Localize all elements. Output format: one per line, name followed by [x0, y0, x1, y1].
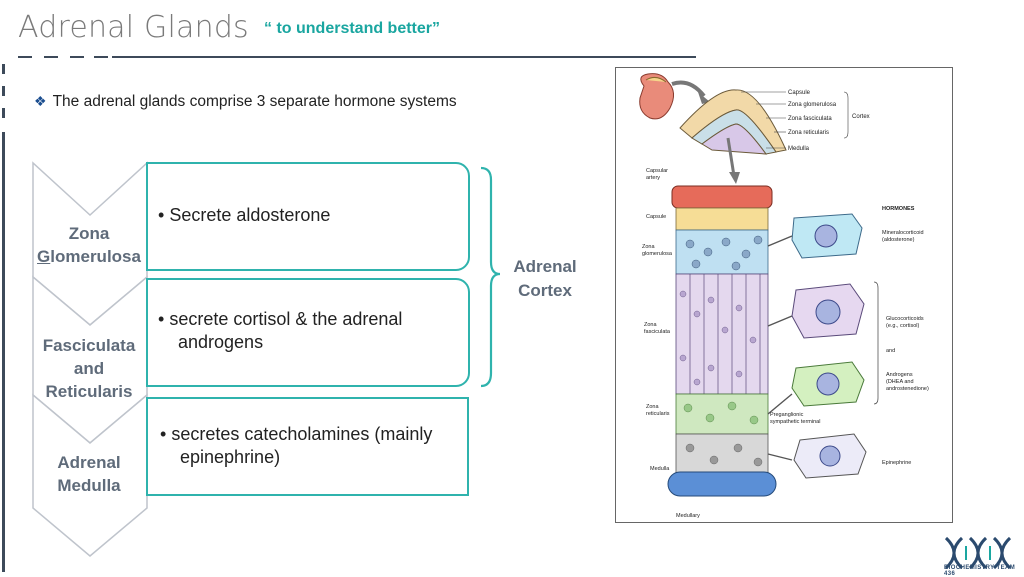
capsular-artery [671, 185, 773, 209]
cell-zona-reticularis [791, 361, 865, 407]
left-edge-bar [2, 132, 5, 572]
header-rule-dash [94, 56, 108, 58]
cell-zona-fasciculata [791, 283, 865, 339]
label-zf-left-2: fasciculata [644, 329, 671, 335]
label-zf-left: Zona [644, 322, 657, 328]
zona-reticularis-layer [675, 393, 769, 435]
layer-box-fasciculata-reticularis [146, 278, 470, 387]
label-zg-left: Zona [642, 244, 655, 250]
label-androgens: Androgens [886, 372, 913, 378]
zona-fasciculata-layer [675, 273, 769, 395]
layer-point-fasciculata-reticularis: • secrete cortisol & the adrenal androge… [158, 309, 403, 352]
label-medullary: Medullary [676, 513, 700, 519]
adrenal-diagram: Capsule Zona glomerulosa Zona fasciculat… [639, 73, 929, 519]
label-capsule-left: Capsule [646, 214, 666, 220]
zoom-arrow [671, 80, 706, 98]
intro-text: The adrenal glands comprise 3 separate h… [52, 93, 457, 110]
layer-box-adrenal-medulla [146, 397, 469, 496]
chevron-shape [32, 393, 148, 557]
header-rule-dash [70, 56, 84, 58]
label-androstenedione: androstenedione) [886, 386, 929, 392]
left-edge-dash [2, 108, 5, 118]
label-zf-top: Zona fasciculata [788, 116, 832, 122]
layer-label-zona-glomerulosa: Zona Glomerulosa [37, 224, 141, 266]
layer-label-adrenal-medulla: Adrenal Medulla [57, 453, 121, 495]
layer-label-fasciculata-reticularis: Fasciculata and Reticularis [42, 336, 136, 401]
label-cortisol: (e.g., cortisol) [886, 323, 919, 329]
layer-point-zona-glomerulosa: • Secrete aldosterone [158, 205, 331, 225]
logo-caption: BIOCHEMISTRY TEAM 436 [944, 565, 1016, 577]
kidney-illustration [639, 73, 674, 120]
adrenal-diagram-figure: Capsule Zona glomerulosa Zona fasciculat… [615, 67, 953, 523]
label-zr-left: Zona [646, 404, 659, 410]
cell-zona-glomerulosa [791, 213, 863, 259]
label-medulla-top: Medulla [788, 146, 810, 152]
layer-box-zona-glomerulosa [146, 162, 470, 271]
cortex-brace [480, 166, 501, 388]
biochemistry-team-logo [944, 536, 1012, 570]
page-title: Adrenal Glands [18, 10, 249, 45]
label-zg-left-2: glomerulosa [642, 251, 673, 257]
label-preganglionic-2: sympathetic terminal [770, 419, 820, 425]
adrenal-cortex-label: Adrenal Cortex [513, 257, 577, 300]
label-epinephrine: Epinephrine [882, 460, 911, 466]
label-preganglionic: Preganglionic [770, 412, 804, 418]
label-zg-top: Zona glomerulosa [788, 102, 837, 108]
page-subtitle: “ to understand better” [264, 20, 441, 37]
label-capsule-top: Capsule [788, 90, 811, 96]
header-rule-dash [44, 56, 58, 58]
adrenal-wedge [679, 89, 787, 155]
medullary-vein [667, 471, 777, 497]
label-hormones: HORMONES [882, 206, 915, 212]
left-edge-dash [2, 64, 5, 74]
label-mineralocorticoid: Mineralocorticoid [882, 230, 924, 236]
intro-bullet: ❖ The adrenal glands comprise 3 separate … [34, 93, 457, 111]
header-rule-dash [18, 56, 32, 58]
label-and: and [886, 348, 895, 354]
medulla-layer [675, 433, 769, 475]
left-edge-dash [2, 86, 5, 96]
label-zr-left-2: reticularis [646, 411, 670, 417]
zona-glomerulosa-layer [675, 229, 769, 275]
label-aldosterone: (aldosterone) [882, 237, 915, 243]
header-rule [112, 56, 696, 58]
label-zr-top: Zona reticularis [788, 130, 829, 136]
label-glucocorticoids: Glucocorticoids [886, 316, 924, 322]
cell-medulla [793, 433, 867, 479]
label-capsular-artery: Capsular [646, 168, 668, 174]
label-capsular-artery-2: artery [646, 175, 660, 181]
label-dhea: (DHEA and [886, 379, 914, 385]
diamond-bullet-icon: ❖ [34, 93, 47, 109]
capsule-layer [675, 207, 769, 231]
label-cortex: Cortex [852, 114, 870, 120]
label-medulla-left: Medulla [650, 466, 670, 472]
layer-point-adrenal-medulla: • secretes catecholamines (mainly epinep… [160, 424, 433, 467]
